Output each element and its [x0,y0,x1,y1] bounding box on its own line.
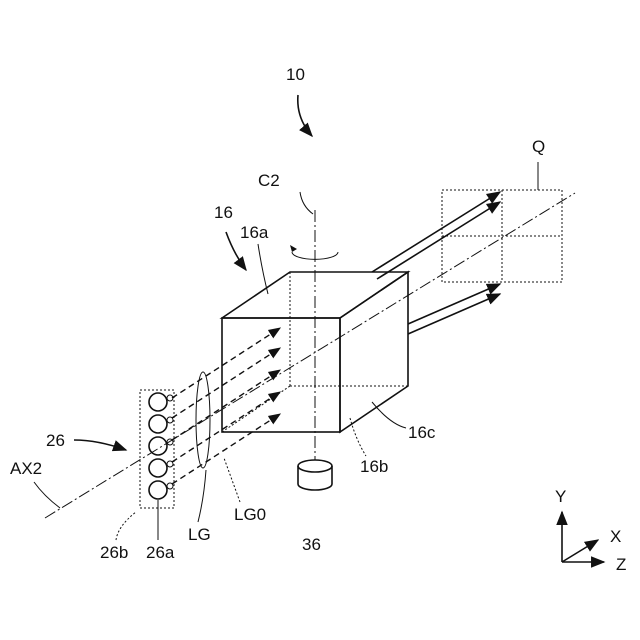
label-26-arrow [74,440,126,450]
label-lg0-leader [224,458,240,502]
label-16a-leader [258,244,268,294]
label-36: 36 [302,535,321,554]
label-c2-leader [300,192,313,214]
optical-axis-line [45,193,575,518]
label-ax2: AX2 [10,459,42,478]
label-y: Y [555,487,566,506]
label-lg-leader [198,470,206,522]
coordinate-axes [562,512,604,562]
label-x: X [610,527,621,546]
label-10: 10 [286,65,305,84]
label-26b: 26b [100,543,128,562]
label-26a: 26a [146,543,175,562]
label-10-arrow [298,95,312,136]
label-16a: 16a [240,223,269,242]
incoming-beams [172,328,280,484]
label-lg0: LG0 [234,505,266,524]
light-group-ellipse [196,372,210,468]
label-ax2-leader [34,482,60,508]
label-q: Q [532,137,545,156]
label-c2: C2 [258,171,280,190]
label-16c: 16c [408,423,436,442]
outgoing-beams [372,192,500,334]
label-16b: 16b [360,457,388,476]
label-26: 26 [46,431,65,450]
label-z: Z [616,555,626,574]
label-lg: LG [188,525,211,544]
target-region [442,190,562,282]
label-16c-leader [372,402,406,428]
label-16: 16 [214,203,233,222]
label-26b-leader [116,512,136,540]
motor [298,460,332,490]
